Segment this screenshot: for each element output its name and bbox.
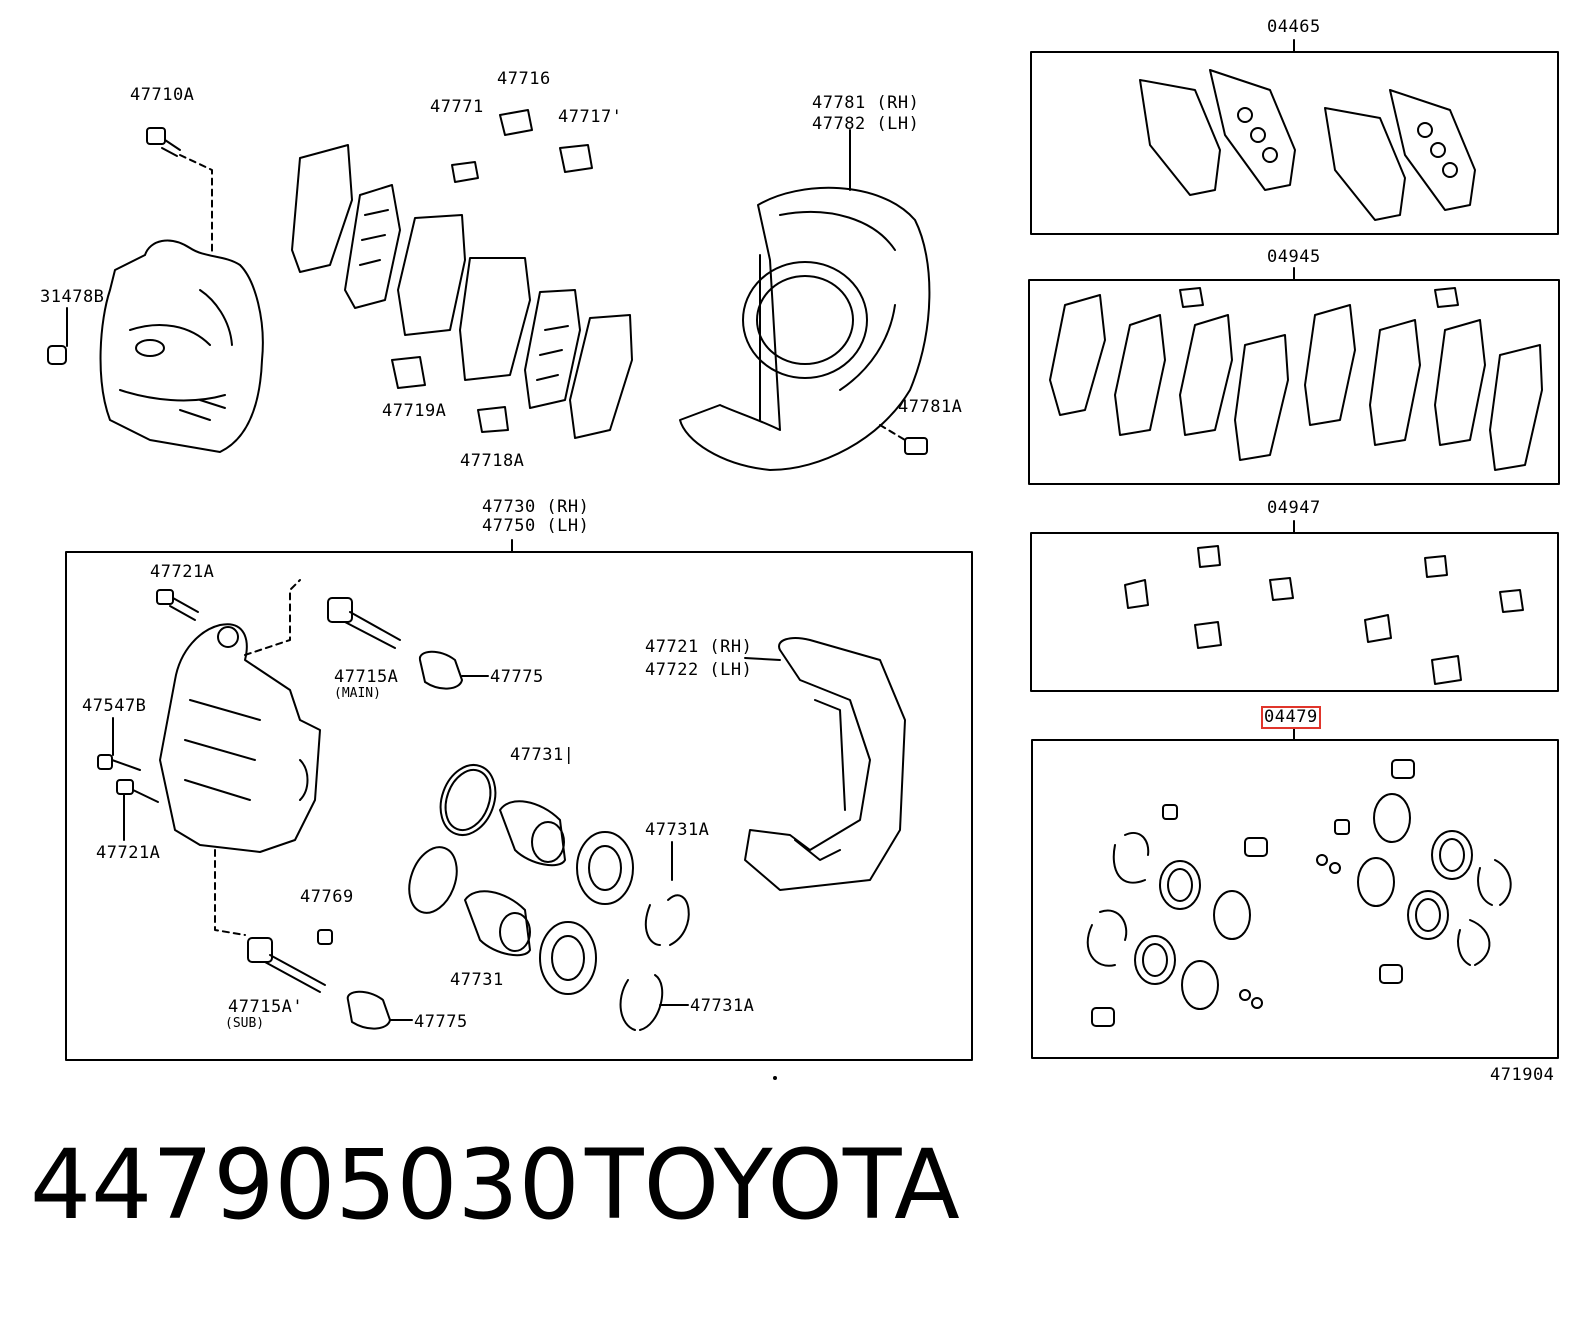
bleeder-47547B xyxy=(97,717,141,771)
label-47547B: 47547B xyxy=(82,696,147,716)
part-number: 447905030 xyxy=(30,1129,580,1241)
mounting-bracket-47721 xyxy=(744,637,906,891)
label-47719A: 47719A xyxy=(382,401,447,421)
label-47721A-bottom: 47721A xyxy=(96,843,161,863)
label-47769: 47769 xyxy=(300,887,354,907)
label-31478B: 31478B xyxy=(40,287,105,307)
kit-04479-seal-kit xyxy=(1086,759,1512,1027)
bolt-47721A-bottom xyxy=(116,779,159,841)
cap-31478B xyxy=(47,307,68,365)
label-47721A-top: 47721A xyxy=(150,562,215,582)
figure-number: 471904 xyxy=(1490,1065,1555,1085)
label-main: (MAIN) xyxy=(334,686,381,701)
label-kit-04945: 04945 xyxy=(1267,247,1321,267)
label-47775-top: 47775 xyxy=(490,667,544,687)
label-47731-bottom: 47731 xyxy=(450,970,504,990)
slide-pin-47715A-sub xyxy=(247,937,326,993)
bleeder-bolt-47710A xyxy=(146,127,213,256)
label-47775-bottom: 47775 xyxy=(414,1012,468,1032)
caliper-housing-illustration xyxy=(159,579,321,936)
kit-box-04945 xyxy=(1028,279,1560,485)
label-47731-top: 47731| xyxy=(510,745,575,765)
label-47731A-top: 47731A xyxy=(645,820,710,840)
caliper-assembly-box xyxy=(65,551,973,1061)
label-47717: 47717' xyxy=(558,107,623,127)
caliper-body-illustration xyxy=(99,239,264,453)
label-47781A: 47781A xyxy=(898,397,963,417)
pad-shim-set xyxy=(291,144,633,439)
kit-04947-clips xyxy=(1124,545,1524,685)
label-47781-rh: 47781 (RH) xyxy=(812,93,920,113)
slide-pin-47715A-main xyxy=(327,597,401,649)
bolt-47721A-top xyxy=(156,589,199,621)
label-47716: 47716 xyxy=(497,69,551,89)
cap-47769 xyxy=(317,929,333,945)
label-kit-04947: 04947 xyxy=(1267,498,1321,518)
kit-box-04947 xyxy=(1030,532,1559,692)
label-47731A-bottom: 47731A xyxy=(690,996,755,1016)
kit-box-04479 xyxy=(1031,739,1559,1059)
label-47750-lh: 47750 (LH) xyxy=(482,516,590,536)
clips-47771-47716-47717 xyxy=(391,109,593,433)
kit-04945-shims xyxy=(1049,287,1543,471)
label-47730-rh: 47730 (RH) xyxy=(482,497,590,517)
label-47721-rh: 47721 (RH) xyxy=(645,637,753,657)
dust-shield-illustration xyxy=(679,129,931,471)
label-sub: (SUB) xyxy=(225,1016,265,1031)
label-47722-lh: 47722 (LH) xyxy=(645,660,753,680)
boot-47775-top xyxy=(418,650,489,690)
boot-47775-bottom xyxy=(346,990,413,1030)
label-47715A: 47715A xyxy=(334,667,399,687)
label-47771: 47771 xyxy=(430,97,484,117)
label-47718A: 47718A xyxy=(460,451,525,471)
kit-box-04465 xyxy=(1030,51,1559,235)
label-kit-04465: 04465 xyxy=(1267,17,1321,37)
label-kit-04479-highlighted: 04479 xyxy=(1261,706,1321,729)
label-47782-lh: 47782 (LH) xyxy=(812,114,920,134)
pistons-seals xyxy=(408,764,690,1031)
label-47715A-sub: 47715A' xyxy=(228,997,304,1017)
kit-04465-pads xyxy=(1139,69,1476,221)
brand-name: TOYOTA xyxy=(585,1129,960,1241)
label-47710A: 47710A xyxy=(130,85,195,105)
